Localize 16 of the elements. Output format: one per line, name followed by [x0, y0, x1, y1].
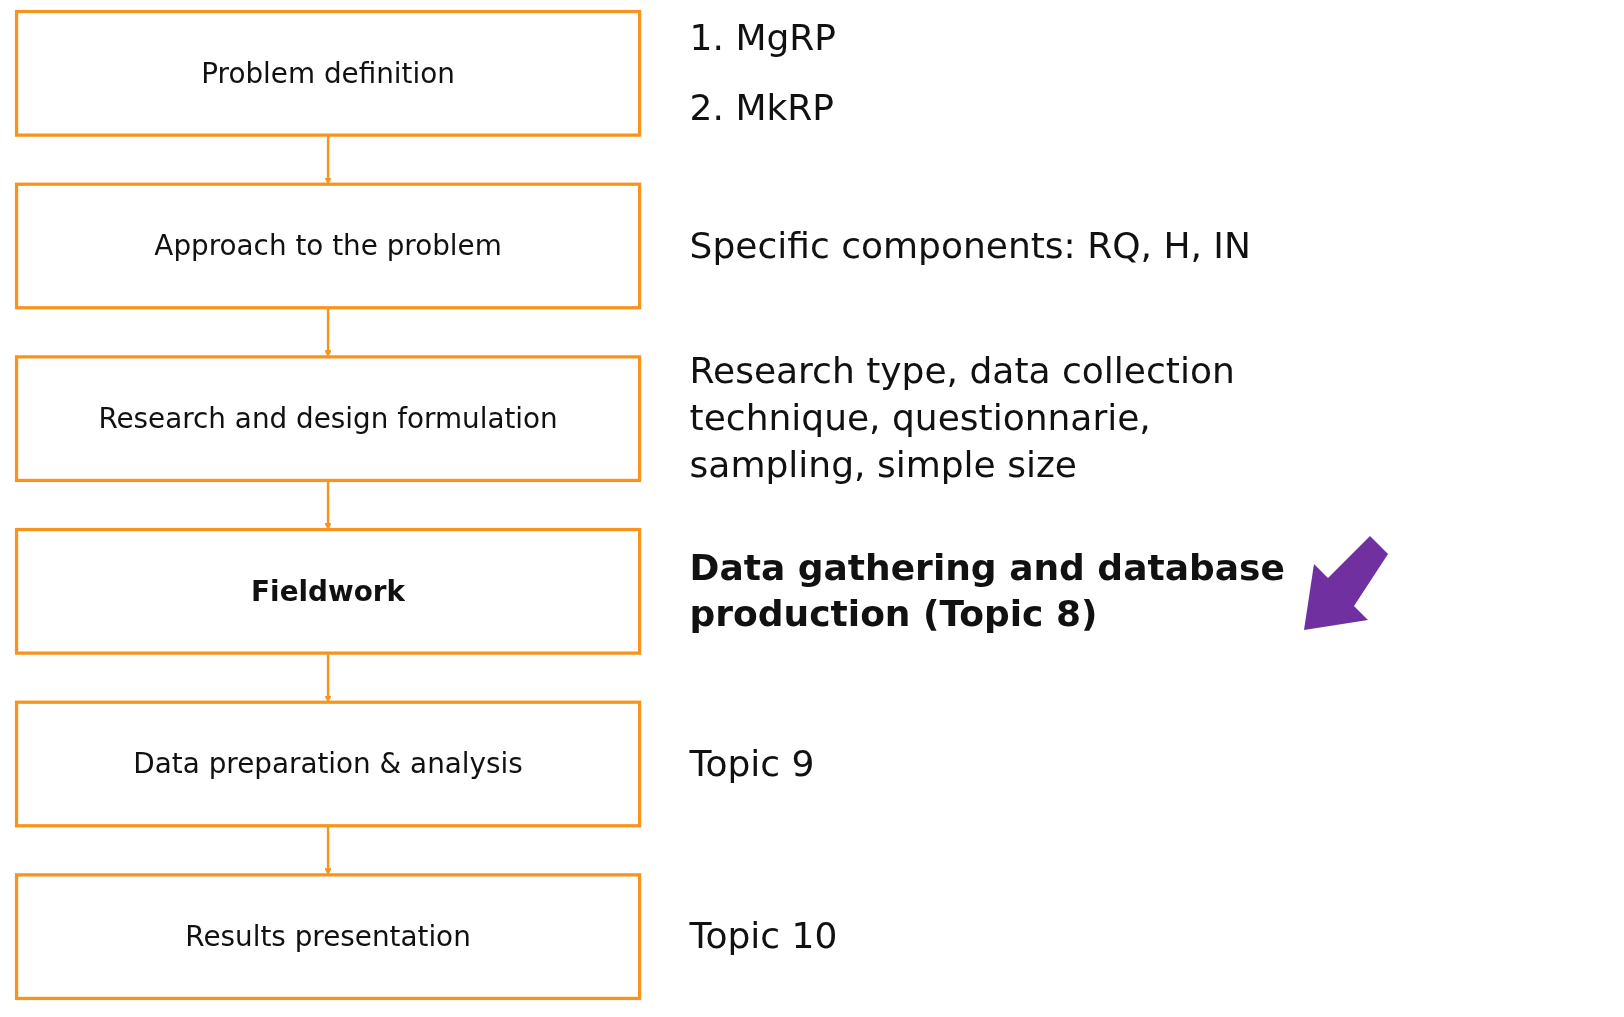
node-box: Research and design formulation [14, 355, 642, 483]
arrow [324, 135, 332, 185]
node-box: Data preparation & analysis [14, 700, 642, 828]
side-note: Specific components: RQ, H, IN [689, 223, 1252, 268]
arrow [324, 653, 332, 703]
node-box: Results presentation [14, 873, 642, 1001]
side-note: 1. MgRP [689, 15, 838, 60]
node-box: Approach to the problem [14, 182, 642, 310]
side-note: 2. MkRP [689, 86, 835, 131]
node-box: Problem definition [14, 9, 642, 137]
side-note: Topic 10 [689, 914, 839, 959]
side-note: Data gathering and database production (Topic 8) [689, 545, 1286, 637]
node-box: Fieldwork [14, 527, 642, 655]
side-note: Topic 9 [689, 741, 816, 786]
arrow [324, 480, 332, 530]
side-note: Research type, data collection technique, questionnarie, sampling, simple size [689, 349, 1236, 488]
